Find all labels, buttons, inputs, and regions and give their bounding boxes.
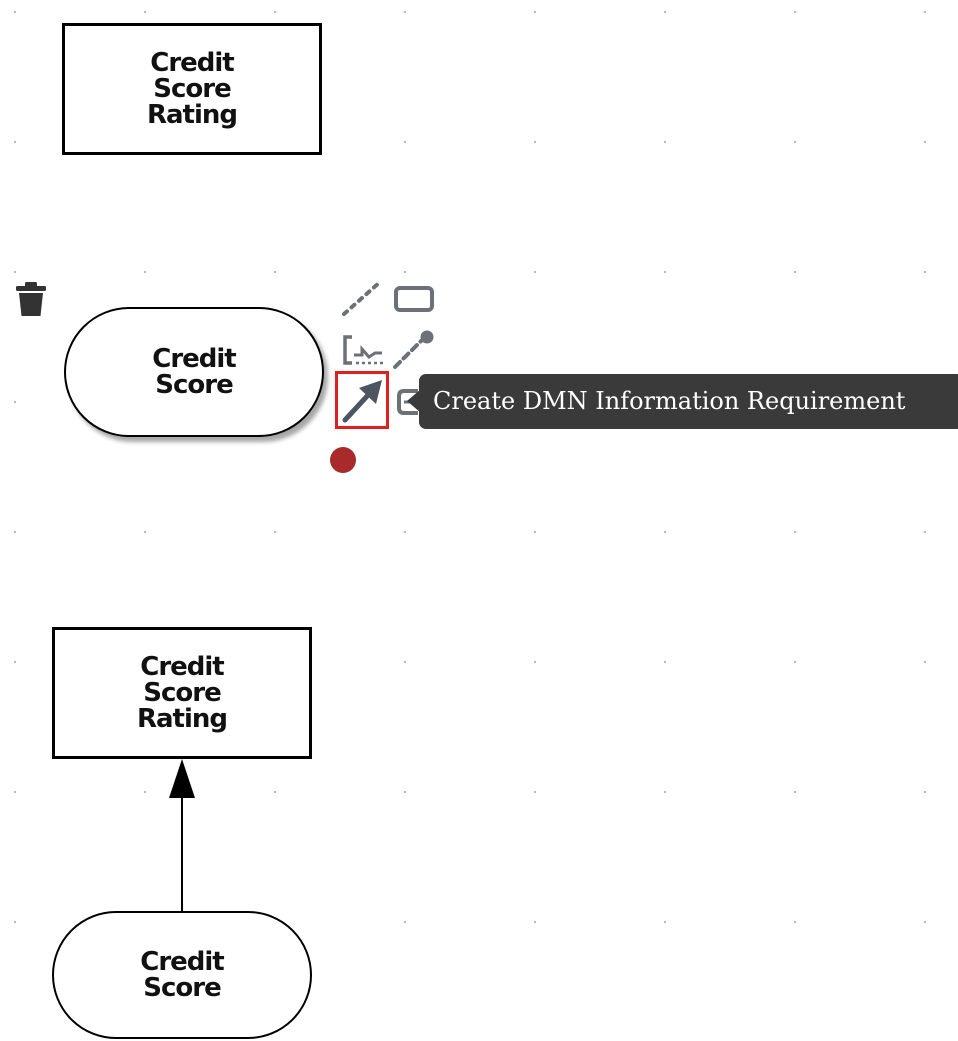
delete-icon[interactable]	[13, 279, 49, 319]
validation-dot-icon	[330, 447, 356, 473]
decision-node-label: Credit Score Rating	[146, 48, 238, 130]
decision-node-credit-score-rating-2[interactable]: Credit Score Rating	[52, 627, 312, 759]
information-requirement-edge[interactable]	[160, 756, 204, 916]
association-connector-icon[interactable]	[340, 278, 384, 318]
tooltip: Create DMN Information Requirement	[419, 374, 958, 429]
decision-node-credit-score-rating[interactable]: Credit Score Rating	[62, 23, 322, 155]
text-annotation-icon[interactable]	[393, 285, 435, 315]
decision-node-label: Credit Score Rating	[136, 652, 228, 734]
information-requirement-icon[interactable]	[338, 374, 386, 426]
tooltip-arrow	[407, 389, 421, 413]
authority-requirement-icon[interactable]	[391, 327, 437, 371]
input-data-node-label: Credit Score	[140, 947, 225, 1003]
information-requirement-highlight	[335, 371, 389, 429]
input-data-node-credit-score[interactable]: Credit Score	[64, 307, 324, 437]
input-data-node-label: Credit Score	[152, 344, 237, 400]
knowledge-requirement-icon[interactable]	[342, 333, 388, 367]
input-data-node-credit-score-2[interactable]: Credit Score	[52, 911, 312, 1039]
